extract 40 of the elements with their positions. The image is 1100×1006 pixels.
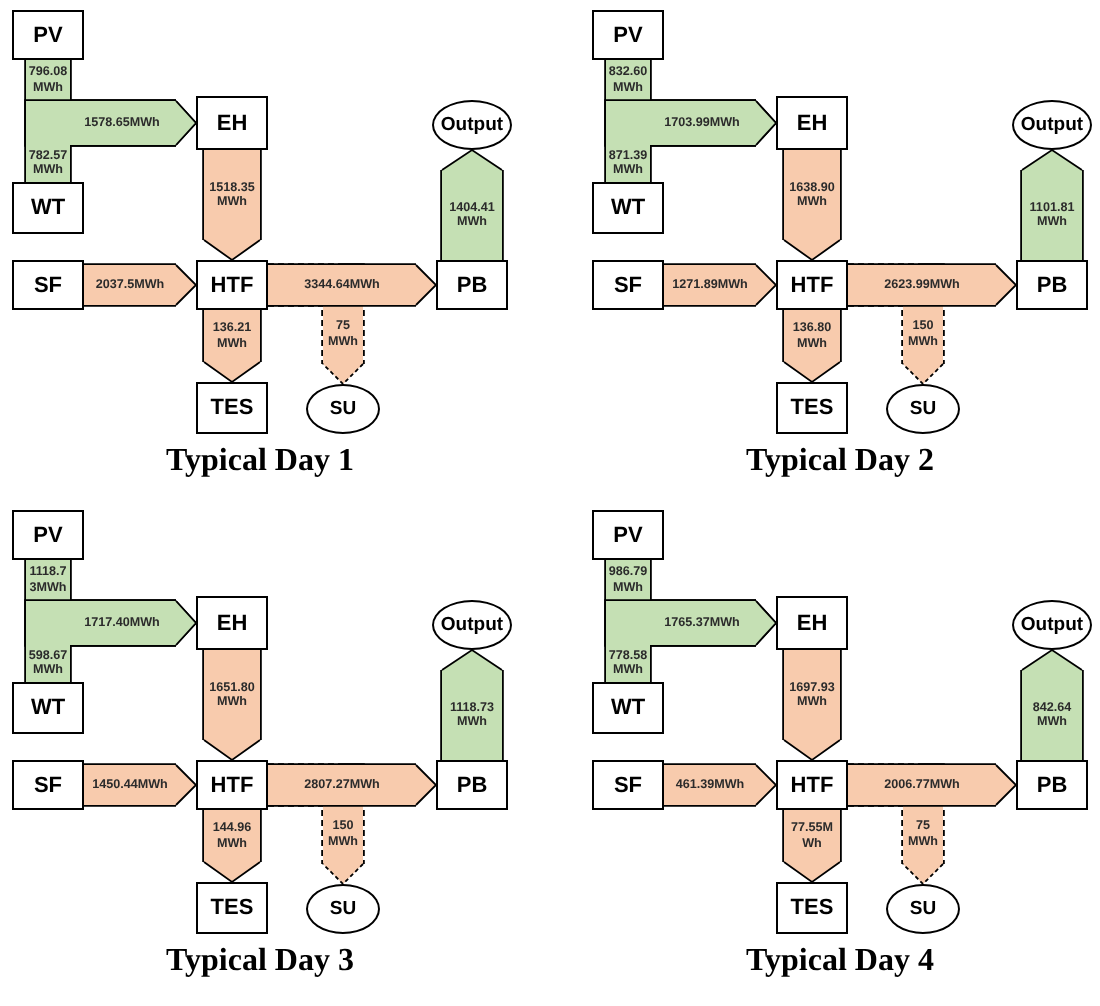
ellipse-node: SU [886,884,960,934]
panel-caption: Typical Day 4 [746,944,934,980]
process-box: TES [776,882,848,934]
process-box: SF [592,760,664,810]
process-box: HTF [196,260,268,310]
process-box: PB [1016,260,1088,310]
process-box: TES [196,882,268,934]
process-box: EH [196,596,268,650]
process-box: EH [776,96,848,150]
ellipse-node: SU [306,884,380,934]
process-box: WT [592,182,664,234]
process-box: WT [12,182,84,234]
process-box: TES [196,382,268,434]
process-box: HTF [776,760,848,810]
process-box: HTF [776,260,848,310]
process-box: PV [12,510,84,560]
ellipse-node: Output [1012,100,1092,150]
ellipse-node: SU [306,384,380,434]
process-box: HTF [196,760,268,810]
ellipse-node: Output [432,100,512,150]
process-box: PV [592,510,664,560]
ellipse-node: SU [886,384,960,434]
process-box: WT [592,682,664,734]
process-box: PB [1016,760,1088,810]
panel-caption: Typical Day 2 [746,444,934,480]
process-box: TES [776,382,848,434]
ellipse-node: Output [432,600,512,650]
panel-caption: Typical Day 3 [166,944,354,980]
process-box: PV [12,10,84,60]
process-box: SF [12,260,84,310]
process-box: SF [592,260,664,310]
process-box: EH [196,96,268,150]
process-box: PB [436,260,508,310]
process-box: EH [776,596,848,650]
process-box: SF [12,760,84,810]
process-box: PB [436,760,508,810]
ellipse-node: Output [1012,600,1092,650]
panel-caption: Typical Day 1 [166,444,354,480]
process-box: PV [592,10,664,60]
process-box: WT [12,682,84,734]
